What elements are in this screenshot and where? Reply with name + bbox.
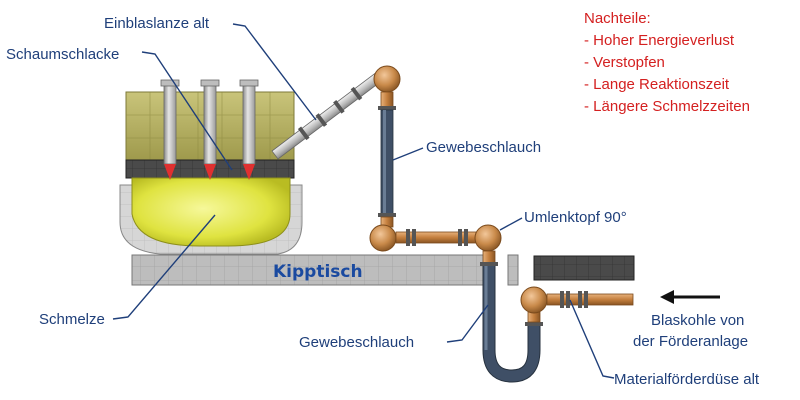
disadvantages-title: Nachteile: <box>584 10 651 27</box>
label-gewebeschlauch-top: Gewebeschlauch <box>426 139 541 156</box>
leader-lines <box>112 23 615 379</box>
label-einblaslanze: Einblaslanze alt <box>104 15 210 32</box>
disadvantage-item: - Hoher Energieverlust <box>584 32 735 49</box>
flow-arrow-icon <box>660 290 720 304</box>
label-materialfoerderduese: Materialförderdüse alt <box>614 371 760 388</box>
upper-hose <box>378 91 396 228</box>
label-kipptisch: Kipptisch <box>273 262 363 282</box>
disadvantage-item: - Verstopfen <box>584 54 665 71</box>
disadvantage-item: - Lange Reaktionszeit <box>584 76 730 93</box>
horizontal-pipe <box>369 224 502 252</box>
supply-block <box>533 255 635 281</box>
feed-nozzle <box>520 286 634 314</box>
disadvantages-list: Nachteile: - Hoher Energieverlust - Vers… <box>584 10 750 115</box>
electrodes <box>160 79 259 180</box>
label-schmelze: Schmelze <box>39 311 105 328</box>
label-blaskohle-line1: Blaskohle von <box>651 312 744 329</box>
label-schaumschlacke: Schaumschlacke <box>6 46 119 63</box>
label-gewebeschlauch-bottom: Gewebeschlauch <box>299 334 414 351</box>
kipptisch-table <box>131 254 519 286</box>
lower-hose <box>480 250 543 383</box>
disadvantage-item: - Längere Schmelzzeiten <box>584 98 750 115</box>
label-blaskohle-line2: der Förderanlage <box>633 333 748 350</box>
label-umlenktopf: Umlenktopf 90° <box>524 209 627 226</box>
injection-lance <box>271 65 401 160</box>
